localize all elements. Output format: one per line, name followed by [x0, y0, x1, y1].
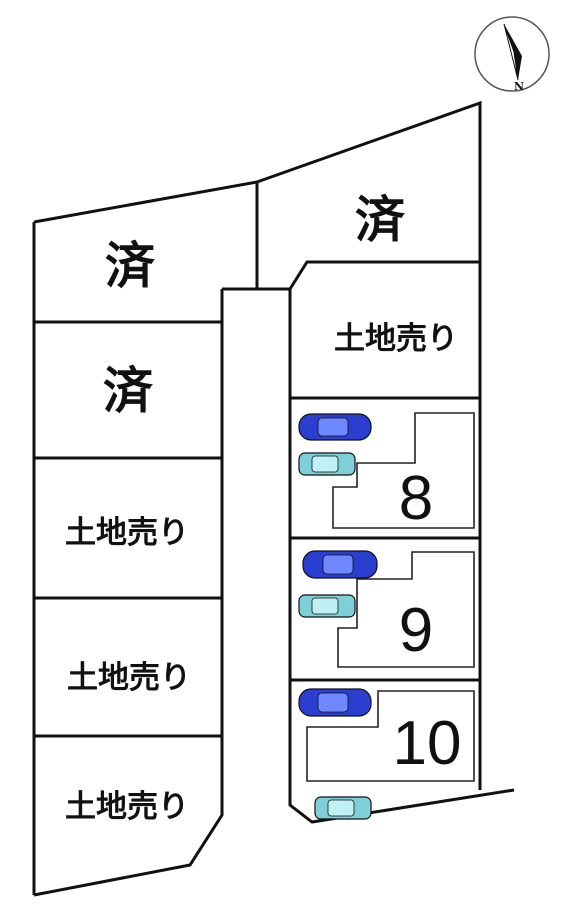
lot-label-left-4: 土地売り — [67, 660, 191, 696]
left-block — [32, 180, 258, 897]
car-blue-icon — [298, 413, 372, 441]
car-teal-icon — [298, 594, 356, 618]
house-footprint-8 — [332, 412, 475, 529]
compass-icon: N — [474, 16, 550, 93]
car-blue-icon — [298, 688, 372, 717]
house-footprint-10 — [306, 690, 475, 782]
lot-number-8: 8 — [399, 464, 433, 533]
right-block — [256, 100, 515, 824]
lot-number-9: 9 — [399, 596, 433, 665]
lot-number-10: 10 — [393, 709, 462, 778]
car-teal-icon — [298, 452, 356, 476]
house-footprint-9 — [337, 551, 475, 668]
lot-label-right-top: 済 — [355, 191, 406, 249]
lot-label-left-5: 土地売り — [65, 789, 189, 825]
compass-north-label: N — [514, 80, 524, 93]
car-teal-icon — [314, 796, 372, 820]
lot-label-left-1: 済 — [105, 237, 156, 295]
lot-label-right-2: 土地売り — [334, 321, 458, 357]
car-blue-icon — [302, 550, 378, 579]
road — [222, 182, 290, 291]
lot-label-left-2: 済 — [103, 362, 154, 420]
lot-label-left-3: 土地売り — [65, 515, 189, 551]
